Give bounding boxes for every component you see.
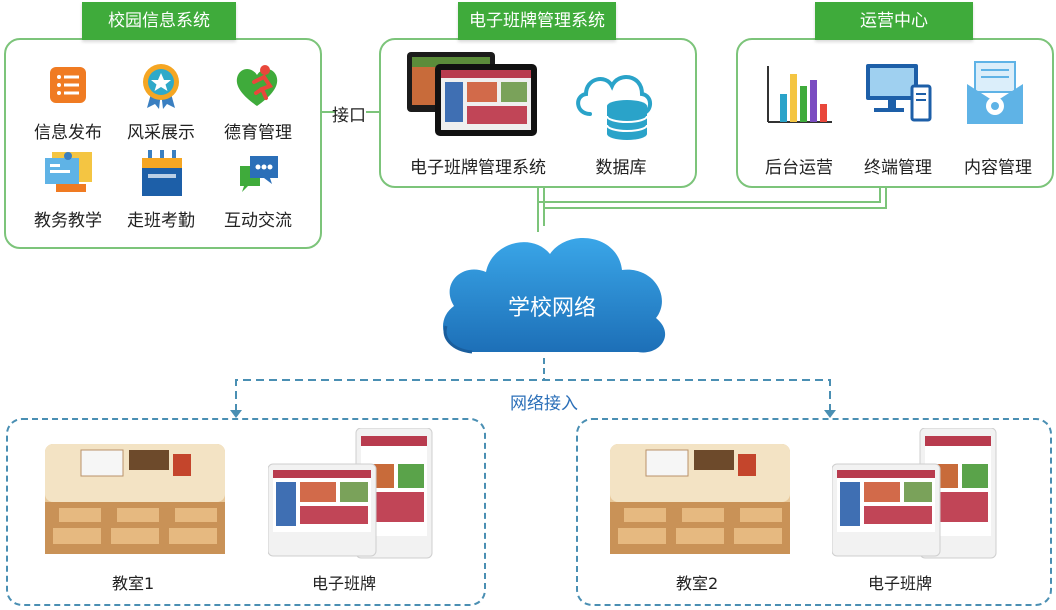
envelope-icon	[967, 61, 1023, 124]
classroom2-image	[610, 444, 790, 554]
classroom2-label: 教室2	[676, 574, 719, 593]
campus-title: 校园信息系统	[82, 2, 236, 40]
ops-title: 运营中心	[815, 2, 973, 40]
item-label-interaction: 互动交流	[224, 211, 292, 231]
eboard1-label: 电子班牌	[312, 574, 377, 593]
item-label-content: 内容管理	[964, 158, 1032, 178]
item-label-attendance: 走班考勤	[127, 211, 195, 231]
item-label-showcase: 风采展示	[127, 123, 195, 143]
eboard1-image	[268, 428, 433, 559]
cloud-icon	[442, 238, 666, 354]
list-icon	[50, 67, 86, 103]
database-cloud-icon	[576, 75, 652, 140]
tablet-icon	[407, 52, 537, 136]
medal-icon	[143, 64, 179, 109]
interface-label: 接口	[332, 106, 366, 126]
heart-person-icon	[236, 65, 278, 106]
item-label-teaching: 教务教学	[34, 211, 102, 231]
access-dash-line	[235, 379, 831, 412]
arrow-left	[230, 410, 242, 418]
attendance-icon	[142, 150, 182, 196]
ops-link-a	[538, 188, 881, 203]
access-label: 网络接入	[510, 394, 578, 414]
room1-panel	[6, 418, 486, 606]
eboard-title: 电子班牌管理系统	[458, 2, 616, 40]
arrow-right	[824, 410, 836, 418]
bar-chart-icon	[767, 66, 832, 123]
computer-icon	[866, 64, 932, 122]
eboard2-label: 电子班牌	[868, 574, 933, 593]
item-label-eboard-system: 电子班牌管理系统	[410, 158, 546, 178]
item-label-database: 数据库	[595, 158, 647, 178]
room2-panel	[576, 418, 1052, 606]
item-label-terminal: 终端管理	[864, 158, 932, 178]
eboard2-image	[832, 428, 997, 559]
teaching-icon	[45, 152, 92, 192]
chat-icon	[240, 156, 278, 192]
item-label-moral: 德育管理	[224, 123, 292, 143]
classroom1-label: 教室1	[112, 574, 155, 593]
item-label-backend-ops: 后台运营	[765, 158, 833, 178]
item-label-publish: 信息发布	[34, 123, 102, 143]
ops-link-b	[544, 188, 887, 209]
classroom1-image	[45, 444, 225, 554]
network-label: 学校网络	[507, 296, 596, 321]
